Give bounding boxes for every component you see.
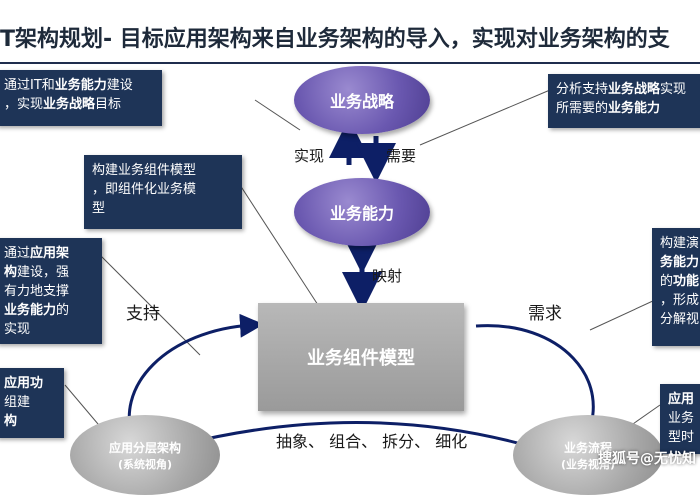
callout-top-left: 通过IT和业务能力建设 ，实现业务战略目标 [0, 70, 162, 126]
callout-left-bottom: 应用功 组建 构 [0, 368, 64, 438]
callout-right-middle: 构建演 务能力 的功能 ，形成 分解视 [652, 228, 700, 346]
callout-left-bottom-bold-2: 构 [4, 414, 18, 429]
callout-top-left-text-2: 建设 [106, 78, 133, 93]
arrow-bottom-arc [179, 421, 526, 447]
callout-left-middle-bold-1: 应用架 [30, 246, 70, 261]
label-realize: 实现 [294, 147, 325, 165]
callout-left-middle-text-5: 实现 [4, 322, 31, 337]
callout-left-middle-bold-2: 构 [4, 265, 18, 280]
node-business-strategy: 业务战略 [294, 66, 430, 134]
callout-left-middle-text-2: 建设，强 [17, 265, 70, 280]
node-app-layer-label: 应用分层架构 [108, 440, 181, 455]
callout-right-middle-bold-2: 功能 [673, 274, 700, 289]
callout-left-middle-text-3: 有力地支撑 [4, 284, 70, 299]
callout-top-right-bold-1: 业务战略 [608, 82, 661, 97]
callout-top-right-text-2: 实现 [660, 82, 687, 97]
label-support: 支持 [126, 304, 160, 324]
callout-mid-left-line-3: 型 [92, 201, 106, 216]
node-business-component-model-label: 业务组件模型 [307, 348, 415, 369]
callout-right-bottom-text-2: 型时 [668, 430, 695, 445]
callout-top-right-text-3: 所需要的 [556, 101, 609, 116]
callout-top-right-bold-2: 业务能力 [608, 101, 661, 116]
callout-right-middle-text-4: 分解视 [660, 312, 700, 327]
callout-right-middle-bold-1: 务能力 [660, 255, 700, 270]
callout-line-top-right [419, 89, 551, 146]
callout-right-bottom-bold-1: 应用 [668, 392, 695, 407]
node-business-strategy-label: 业务战略 [329, 92, 394, 111]
label-need-top: 需要 [386, 147, 417, 165]
label-need-right: 需求 [528, 304, 562, 324]
node-business-process-label: 业务流程 [563, 440, 612, 455]
callout-top-right: 分析支持业务战略实现 所需要的业务能力 [548, 74, 700, 128]
title-divider [0, 62, 700, 64]
callout-top-left-text-3: ，实现 [4, 97, 44, 112]
page-title: T架构规划- 目标应用架构来自业务架构的导入，实现对业务架构的支 [0, 27, 670, 52]
node-business-process-sub: (业务视角) [560, 457, 616, 471]
callout-right-bottom-text-1: 业务 [668, 411, 695, 426]
label-bottom-operations: 抽象、 组合、 拆分、 细化 [276, 432, 468, 451]
callout-right-middle-text-1: 构建演 [660, 236, 700, 251]
callout-left-middle-text-4: 的 [56, 303, 70, 318]
callout-top-right-text-1: 分析支持 [556, 82, 609, 97]
callout-top-left-bold-1: 业务能力 [54, 78, 107, 93]
callout-right-middle-text-3: ，形成 [660, 293, 700, 308]
callout-left-middle: 通过应用架 构建设，强 有力地支撑 业务能力的 实现 [0, 238, 102, 344]
callout-left-bottom-bold-1: 应用功 [4, 376, 44, 391]
callout-mid-left: 构建业务组件模型 ，即组件化业务模 型 [84, 155, 242, 229]
watermark-text: 搜狐号@无忧知 [598, 451, 696, 467]
callout-right-bottom: 应用 业务 型时 [660, 384, 700, 454]
node-app-layer-sub: (系统视角) [117, 457, 173, 471]
callout-top-left-text-1: 通过IT和 [4, 78, 55, 93]
node-business-component-model: 业务组件模型 [258, 303, 464, 411]
label-mapping: 映射 [372, 267, 403, 285]
callout-left-middle-bold-3: 业务能力 [4, 303, 57, 318]
callout-line-left-middle [99, 254, 201, 356]
callout-line-top-left [254, 99, 301, 131]
callout-mid-left-line-2: ，即组件化业务模 [92, 182, 197, 197]
callout-right-middle-text-2: 的 [660, 274, 674, 289]
callout-left-bottom-text-1: 组建 [4, 395, 31, 410]
node-app-layer-architecture: 应用分层架构 (系统视角) [70, 415, 220, 495]
callout-top-left-text-4: 目标 [95, 97, 122, 112]
callout-line-mid-left [239, 184, 319, 306]
node-business-capability-label: 业务能力 [329, 204, 394, 223]
callout-top-left-bold-2: 业务战略 [43, 97, 96, 112]
callout-line-right-middle [589, 299, 656, 331]
callout-left-middle-text-1: 通过 [4, 246, 31, 261]
node-business-capability: 业务能力 [294, 178, 430, 246]
callout-mid-left-line-1: 构建业务组件模型 [92, 163, 197, 178]
